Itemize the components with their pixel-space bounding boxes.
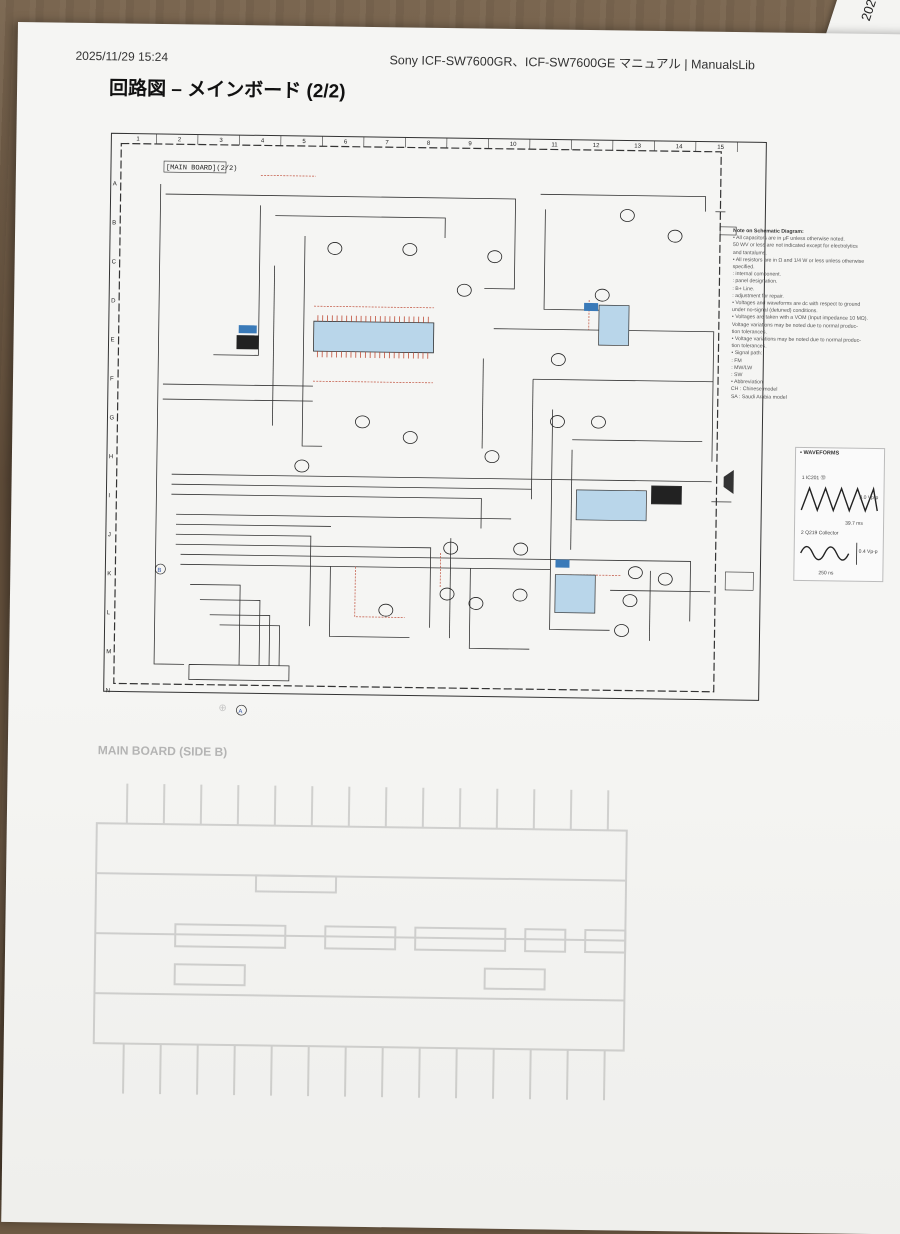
transistor-symbol <box>628 567 642 579</box>
transistor-symbol <box>403 431 417 443</box>
row-letter: J <box>108 532 111 538</box>
transistor-symbol <box>440 588 454 600</box>
column-number: 1 <box>136 137 140 143</box>
printed-page: 2025/11/29 15:24 Sony ICF-SW7600GR、ICF-S… <box>1 22 900 1234</box>
waveform-1-label: 1 IC201 ⑬ <box>802 474 826 481</box>
transistor-symbol <box>668 230 682 242</box>
waveforms-title: • WAVEFORMS <box>800 450 839 457</box>
svg-text:B: B <box>157 568 161 574</box>
column-number: 4 <box>261 138 265 144</box>
transistor-symbol <box>485 451 499 463</box>
transistor-symbol <box>355 416 369 428</box>
column-number: 2 <box>178 137 182 143</box>
row-letter: I <box>108 493 110 499</box>
column-number: 8 <box>427 141 431 147</box>
row-letter: D <box>111 298 116 304</box>
row-letter: F <box>110 376 114 382</box>
row-letter: L <box>107 610 111 616</box>
row-letter: B <box>112 220 116 226</box>
row-letter: A <box>113 181 117 187</box>
row-letter: M <box>106 649 111 655</box>
waveform-2-amplitude: 0.4 Vp-p <box>859 549 878 555</box>
transistor-symbol <box>457 284 471 296</box>
waveform-2-label: 2 Q219 Collector <box>801 530 839 537</box>
transistor-symbol <box>591 416 605 428</box>
ic-block-lower <box>555 575 596 614</box>
row-letter: G <box>109 415 114 421</box>
schematic-notes: Note on Schematic Diagram: • All capacit… <box>731 228 900 403</box>
row-letter: N <box>106 688 110 694</box>
transistor-symbol <box>623 595 637 607</box>
column-number: 7 <box>385 140 389 146</box>
column-number: 5 <box>302 139 306 145</box>
transistor-symbol <box>379 604 393 616</box>
waveform-1-period: 39.7 ms <box>845 521 863 527</box>
transistor-symbol <box>328 242 342 254</box>
column-number: 10 <box>510 142 517 148</box>
bleed-through-label: ⊕ <box>218 703 227 714</box>
bleed-through-schematic <box>83 763 648 1121</box>
transistor-symbol <box>658 573 672 585</box>
ic-block-upper <box>599 305 630 345</box>
transistor-symbol <box>514 543 528 555</box>
row-letter: H <box>109 454 113 460</box>
transistor-symbol <box>403 243 417 255</box>
column-number: 14 <box>676 144 683 150</box>
transistor-symbol <box>620 209 634 221</box>
column-number: 12 <box>593 143 600 149</box>
waveform-1-amplitude: 3.0 Vp-p <box>859 495 878 501</box>
row-letter: C <box>112 259 117 265</box>
column-number: 6 <box>344 140 348 146</box>
transistor-symbol <box>295 460 309 472</box>
bleed-through-title: MAIN BOARD (SIDE B) <box>98 743 228 759</box>
transistor-symbol <box>595 289 609 301</box>
waveforms-box: • WAVEFORMS 1 IC201 ⑬ 39.7 ms 2 Q219 Col… <box>793 447 885 582</box>
waveform-2-period: 250 ns <box>818 570 833 576</box>
row-letter: K <box>107 571 111 577</box>
board-label: [MAIN BOARD](2/2) <box>166 164 238 173</box>
column-number: 13 <box>634 144 641 150</box>
column-number: 3 <box>219 138 223 144</box>
transistor-symbol <box>614 624 628 636</box>
transistor-symbol <box>513 589 527 601</box>
svg-text:A: A <box>238 709 242 715</box>
transistor-symbol <box>551 353 565 365</box>
transistor-symbol <box>488 251 502 263</box>
column-number: 9 <box>468 141 472 147</box>
column-number: 11 <box>551 142 558 148</box>
transistor-symbol <box>469 597 483 609</box>
main-ic-chip <box>313 321 433 353</box>
column-number: 15 <box>717 145 724 151</box>
row-letter: E <box>111 337 115 343</box>
ic-block-middle <box>576 490 646 521</box>
